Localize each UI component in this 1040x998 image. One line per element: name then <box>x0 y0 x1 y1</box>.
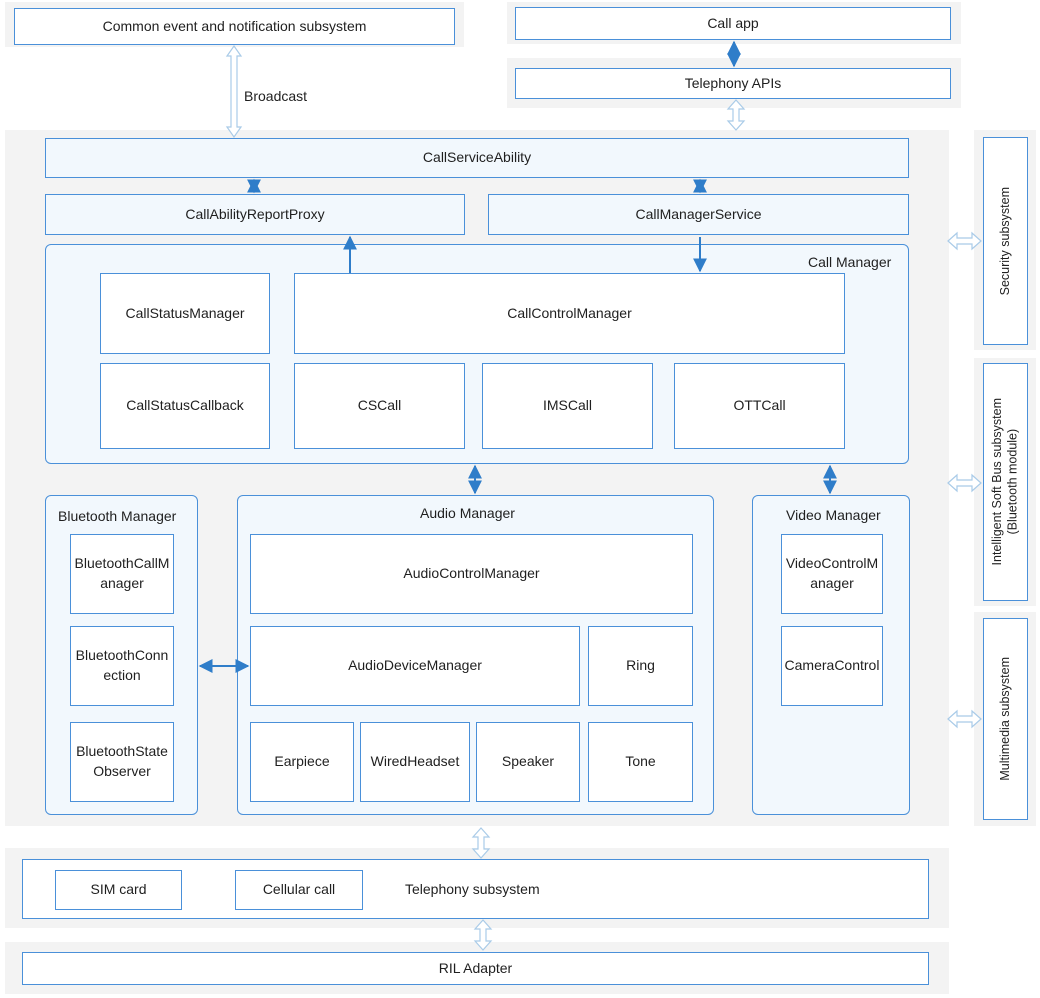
bluetooth-call-manager-box: BluetoothCallManager <box>70 534 174 614</box>
common-event-subsystem-box: Common event and notification subsystem <box>14 8 455 45</box>
earpiece-box: Earpiece <box>250 722 354 802</box>
security-subsystem-label: Security subsystem <box>997 186 1012 296</box>
bluetooth-manager-title: Bluetooth Manager <box>58 508 177 524</box>
cellular-call-box: Cellular call <box>235 870 363 910</box>
call-ability-report-proxy-box: CallAbilityReportProxy <box>45 194 465 235</box>
call-service-ability-box: CallServiceAbility <box>45 138 909 178</box>
call-manager-service-box: CallManagerService <box>488 194 909 235</box>
telephony-apis-box: Telephony APIs <box>515 68 951 99</box>
broadcast-label: Broadcast <box>244 88 308 104</box>
call-manager-title: Call Manager <box>808 254 892 270</box>
speaker-box: Speaker <box>476 722 580 802</box>
camera-control-box: CameraControl <box>781 626 883 706</box>
audio-manager-title: Audio Manager <box>420 505 515 521</box>
soft-bus-subsystem-label: Intelligent Soft Bus subsystem (Bluetoot… <box>990 398 1021 565</box>
audio-device-manager-box: AudioDeviceManager <box>250 626 580 706</box>
broadcast-hollow-arrow <box>225 44 243 139</box>
call-status-callback-box: CallStatusCallback <box>100 363 270 449</box>
video-control-manager-box: VideoControlManager <box>781 534 883 614</box>
bluetooth-state-observer-box: BluetoothStateObserver <box>70 722 174 802</box>
tone-box: Tone <box>588 722 693 802</box>
call-status-manager-box: CallStatusManager <box>100 273 270 354</box>
soft-bus-line2: (Bluetooth module) <box>1005 429 1020 535</box>
video-manager-title: Video Manager <box>786 507 881 523</box>
ims-call-box: IMSCall <box>482 363 653 449</box>
wired-headset-box: WiredHeadset <box>360 722 470 802</box>
sim-card-box: SIM card <box>55 870 182 910</box>
bluetooth-connection-box: BluetoothConnection <box>70 626 174 706</box>
ott-call-box: OTTCall <box>674 363 845 449</box>
call-app-box: Call app <box>515 7 951 40</box>
multimedia-subsystem-label: Multimedia subsystem <box>997 657 1012 781</box>
soft-bus-line1: Intelligent Soft Bus subsystem <box>989 398 1004 566</box>
call-control-manager-box: CallControlManager <box>294 273 845 354</box>
audio-control-manager-box: AudioControlManager <box>250 534 693 614</box>
ring-box: Ring <box>588 626 693 706</box>
soft-bus-subsystem-box: Intelligent Soft Bus subsystem (Bluetoot… <box>983 363 1028 601</box>
security-subsystem-box: Security subsystem <box>983 137 1028 345</box>
ril-adapter-box: RIL Adapter <box>22 952 929 985</box>
telephony-subsystem-label: Telephony subsystem <box>405 881 540 897</box>
cs-call-box: CSCall <box>294 363 465 449</box>
multimedia-subsystem-box: Multimedia subsystem <box>983 618 1028 820</box>
